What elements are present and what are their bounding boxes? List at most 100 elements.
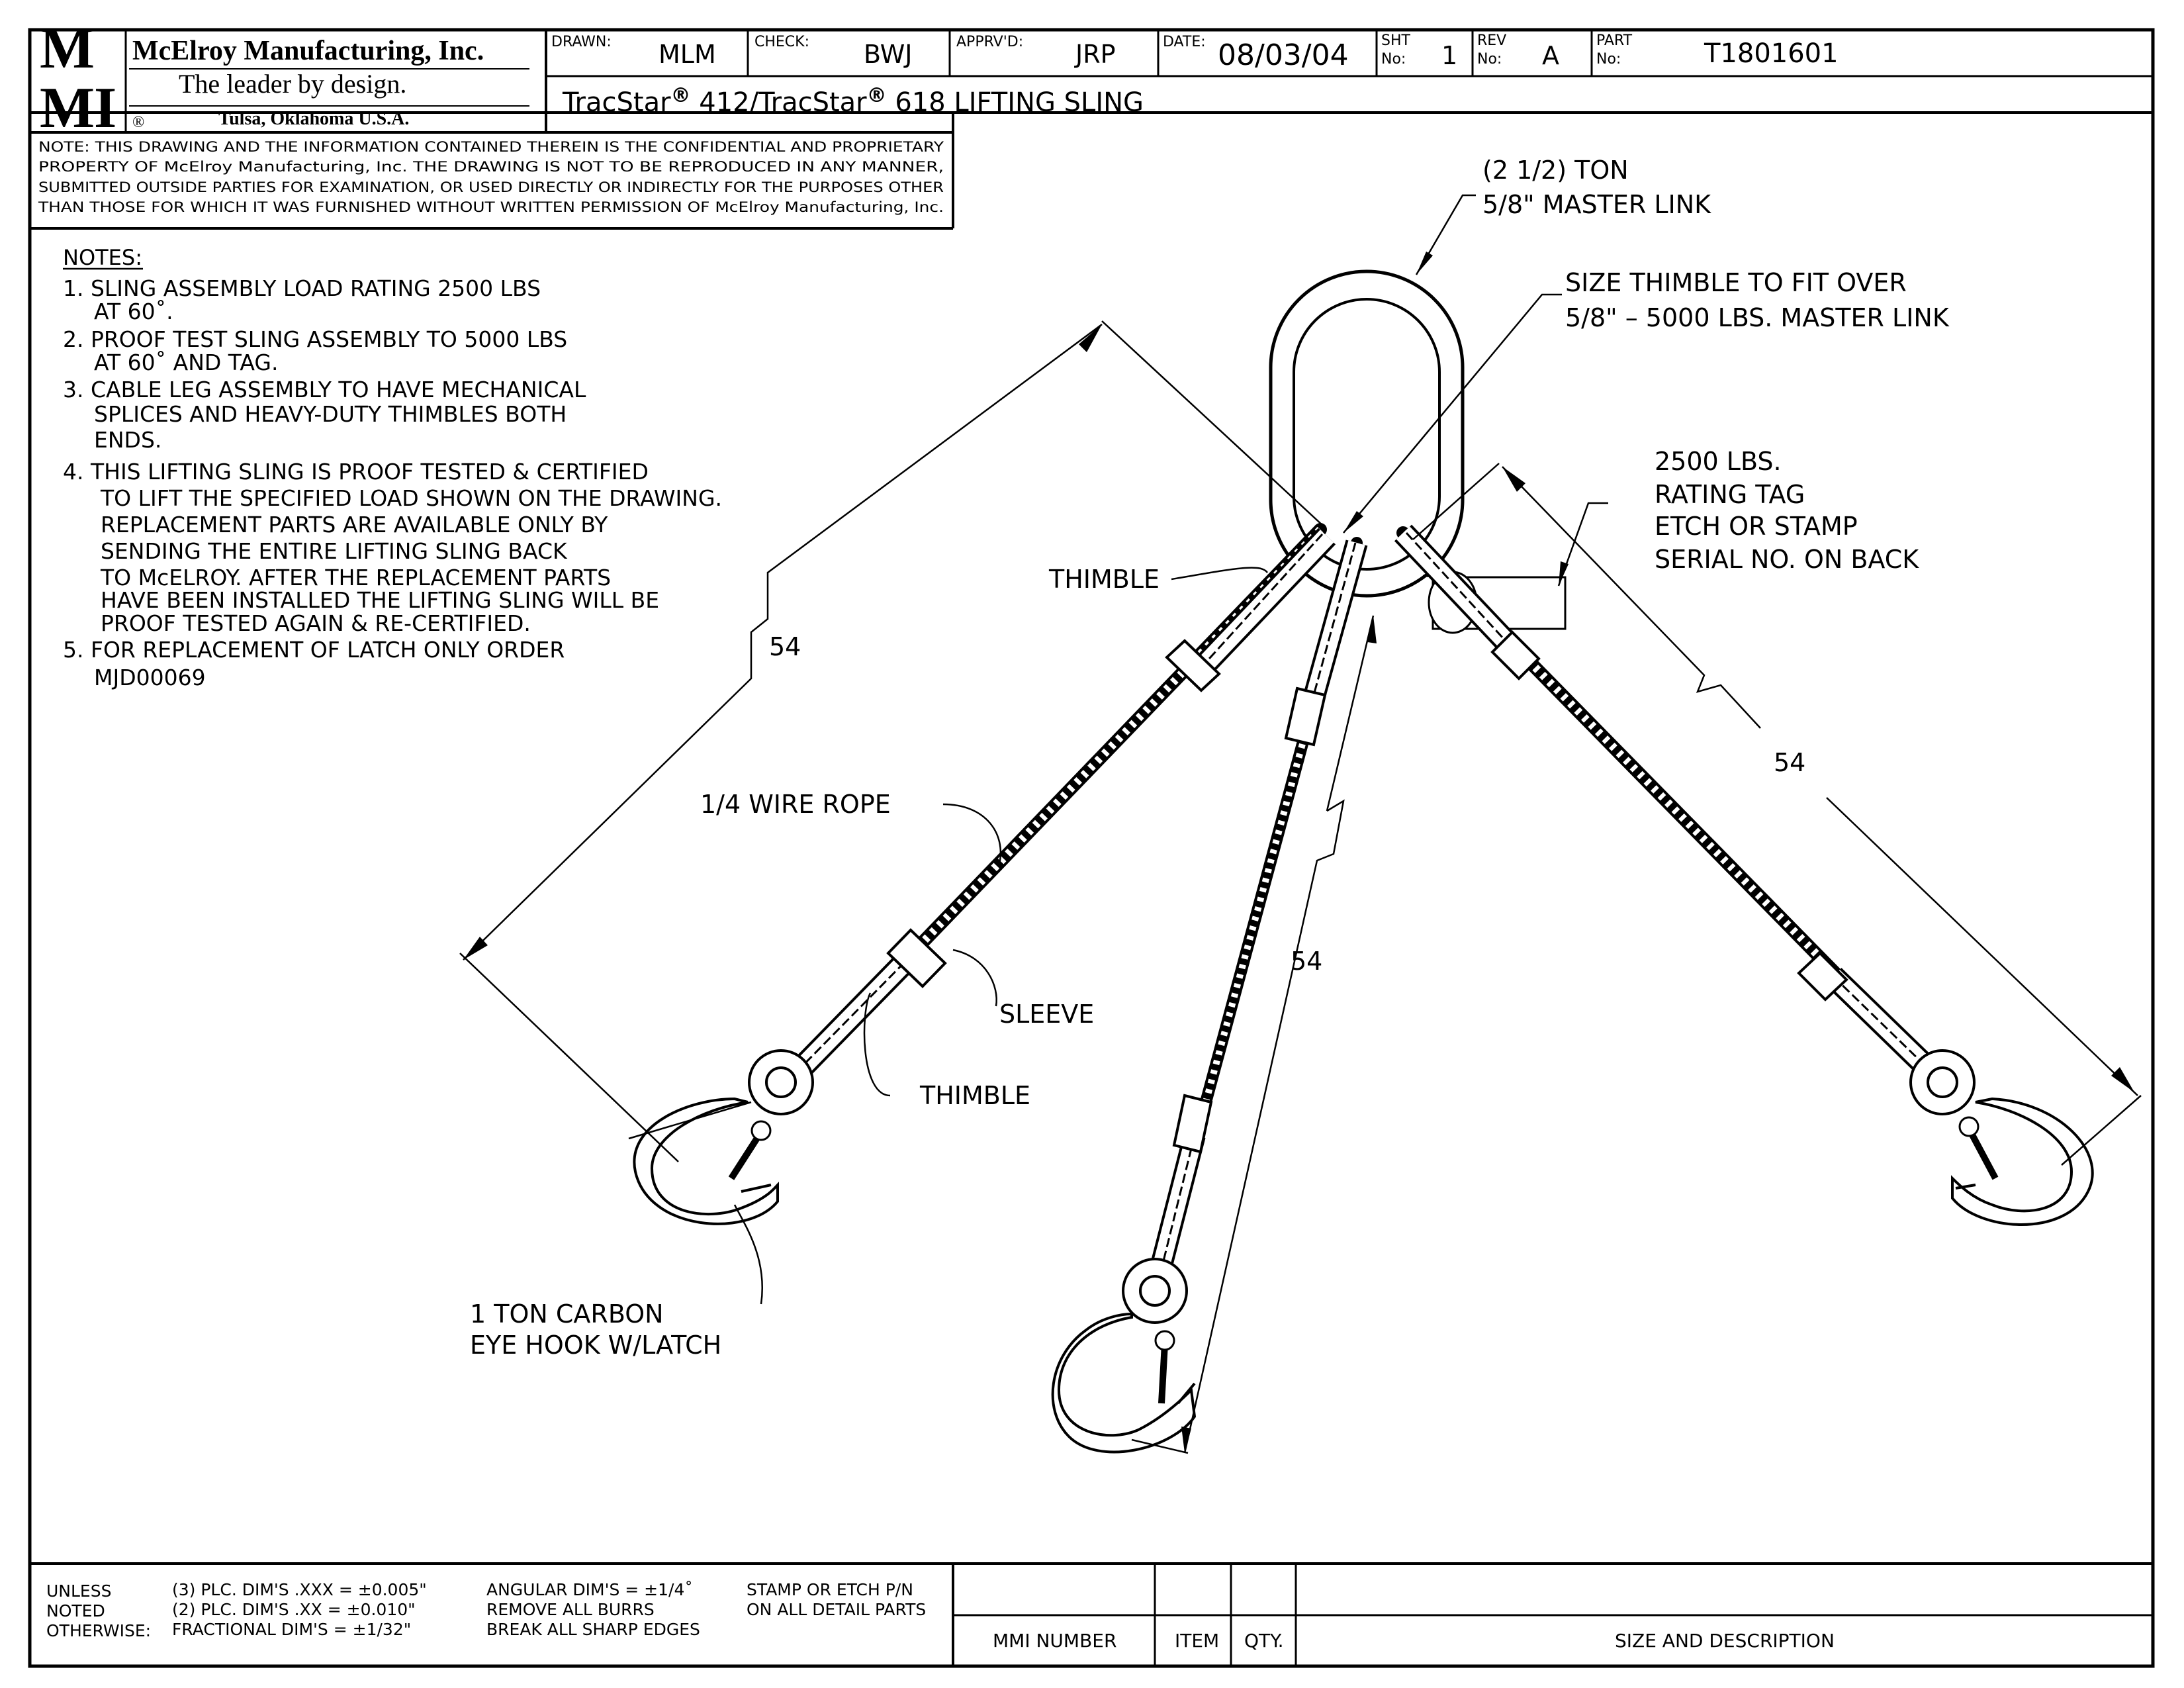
title-part-3: 618 LIFTING SLING bbox=[887, 87, 1144, 118]
note-line-12: TO McELROY. AFTER THE REPLACEMENT PARTS bbox=[100, 565, 611, 590]
tol-burrs: REMOVE ALL BURRS bbox=[486, 1600, 655, 1619]
date-value: 08/03/04 bbox=[1218, 38, 1349, 72]
date-label: DATE: bbox=[1163, 34, 1206, 50]
sleeve-right-bottom bbox=[1797, 951, 1848, 1002]
sleeve-center-bottom bbox=[1172, 1094, 1213, 1154]
leader-lines bbox=[733, 194, 1608, 1305]
confidential-line-3: SUBMITTED OUTSIDE PARTIES FOR EXAMINATIO… bbox=[38, 179, 944, 196]
title-reg-2: ® bbox=[867, 84, 887, 107]
tol-two-place: (2) PLC. DIM'S .XX = ±0.010" bbox=[172, 1600, 416, 1619]
drawn-value: MLM bbox=[659, 40, 716, 69]
note-line-15: 5. FOR REPLACEMENT OF LATCH ONLY ORDER bbox=[63, 637, 565, 663]
mmi-logo: M M I bbox=[40, 17, 116, 140]
note-line-13: HAVE BEEN INSTALLED THE LIFTING SLING WI… bbox=[101, 587, 659, 613]
sling-leg-left bbox=[633, 523, 1336, 1225]
note-line-14: PROOF TESTED AGAIN & RE-CERTIFIED. bbox=[101, 610, 531, 636]
tol-edges: BREAK ALL SHARP EDGES bbox=[486, 1620, 700, 1639]
sleeve-label: SLEEVE bbox=[999, 1000, 1094, 1029]
logo-letter-i: I bbox=[94, 76, 116, 140]
note-line-9: TO LIFT THE SPECIFIED LOAD SHOWN ON THE … bbox=[100, 485, 722, 511]
tol-unless: UNLESS bbox=[46, 1581, 111, 1601]
dim-left-54: 54 bbox=[769, 632, 801, 661]
dimension-lines bbox=[459, 320, 2142, 1454]
drawn-label: DRAWN: bbox=[551, 34, 612, 50]
master-link-size: 5/8" MASTER LINK bbox=[1482, 190, 1711, 219]
note-line-1: 1. SLING ASSEMBLY LOAD RATING 2500 LBS bbox=[63, 275, 541, 301]
company-name: McElroy Manufacturing, Inc. bbox=[132, 36, 484, 66]
sling-assembly bbox=[633, 269, 2094, 1454]
sht-value: 1 bbox=[1441, 41, 1457, 70]
check-value: BWJ bbox=[864, 40, 913, 69]
note-line-4: AT 60˚ AND TAG. bbox=[94, 350, 278, 375]
sleeve-left-bottom bbox=[886, 928, 947, 988]
notes-block: NOTES: 1. SLING ASSEMBLY LOAD RATING 250… bbox=[63, 245, 722, 690]
hook-left bbox=[633, 1097, 779, 1225]
thimble-bottom-label: THIMBLE bbox=[919, 1081, 1030, 1110]
tol-angular: ANGULAR DIM'S = ±1/4˚ bbox=[486, 1580, 693, 1599]
part-value: T1801601 bbox=[1704, 38, 1839, 69]
registered-mark: ® bbox=[132, 114, 144, 131]
dim-center-54: 54 bbox=[1291, 947, 1322, 976]
sheet-border bbox=[28, 28, 2155, 1668]
rev-value: A bbox=[1542, 41, 1559, 70]
hook-label-2: EYE HOOK W/LATCH bbox=[470, 1331, 721, 1360]
title-reg-1: ® bbox=[671, 84, 691, 107]
tag-line-1: 2500 LBS. bbox=[1655, 447, 1782, 476]
callouts: (2 1/2) TON 5/8" MASTER LINK SIZE THIMBL… bbox=[470, 156, 1950, 1360]
hook-label-1: 1 TON CARBON bbox=[470, 1299, 664, 1329]
notes-heading: NOTES: bbox=[63, 245, 142, 270]
confidential-line-2: PROPERTY OF McElroy Manufacturing, Inc. … bbox=[38, 159, 944, 175]
drawing-title: TracStar® 412/TracStar® 618 LIFTING SLIN… bbox=[562, 84, 1144, 118]
bom-header-qty: QTY. bbox=[1244, 1630, 1283, 1652]
note-line-16: MJD00069 bbox=[94, 665, 206, 690]
master-link-rating: (2 1/2) TON bbox=[1482, 156, 1629, 185]
part-label-1: PART bbox=[1596, 32, 1633, 49]
part-label-2: No: bbox=[1596, 51, 1621, 68]
tag-line-2: RATING TAG bbox=[1655, 480, 1805, 509]
title-block: M M I McElroy Manufacturing, Inc. The le… bbox=[30, 17, 2153, 230]
hook-right bbox=[1951, 1097, 2094, 1226]
wire-rope-label: 1/4 WIRE ROPE bbox=[700, 790, 891, 819]
logo-letter-m2: M bbox=[40, 76, 95, 140]
note-line-3: 2. PROOF TEST SLING ASSEMBLY TO 5000 LBS bbox=[63, 326, 567, 352]
sht-label-1: SHT bbox=[1381, 32, 1411, 49]
note-line-10: REPLACEMENT PARTS ARE AVAILABLE ONLY BY bbox=[101, 512, 608, 538]
bom-header-mmi-number: MMI NUMBER bbox=[993, 1630, 1116, 1652]
note-line-7: ENDS. bbox=[94, 427, 161, 453]
bom-header-item: ITEM bbox=[1175, 1630, 1219, 1652]
master-link bbox=[1269, 269, 1465, 598]
size-thimble-line-2: 5/8" – 5000 LBS. MASTER LINK bbox=[1565, 303, 1950, 332]
title-part-2: 412/TracStar bbox=[691, 87, 868, 118]
note-line-5: 3. CABLE LEG ASSEMBLY TO HAVE MECHANICAL bbox=[63, 377, 586, 402]
thimble-top-label: THIMBLE bbox=[1048, 565, 1160, 594]
note-line-6: SPLICES AND HEAVY-DUTY THIMBLES BOTH bbox=[94, 401, 567, 427]
rev-label-1: REV bbox=[1477, 32, 1506, 49]
sleeve-center-top bbox=[1284, 686, 1327, 747]
company-location: Tulsa, Oklahoma U.S.A. bbox=[218, 109, 409, 129]
logo-letter-m1: M bbox=[40, 17, 95, 81]
confidential-note: NOTE: THIS DRAWING AND THE INFORMATION C… bbox=[38, 139, 944, 216]
sht-label-2: No: bbox=[1381, 51, 1406, 68]
title-part-1: TracStar bbox=[562, 87, 671, 118]
confidential-line-4: THAN THOSE FOR WHICH IT WAS FURNISHED WI… bbox=[38, 199, 944, 216]
note-line-2: AT 60˚. bbox=[94, 299, 173, 324]
tol-three-place: (3) PLC. DIM'S .XXX = ±0.005" bbox=[172, 1580, 427, 1599]
tol-stamp-2: ON ALL DETAIL PARTS bbox=[747, 1600, 926, 1619]
sleeve-right-top bbox=[1490, 630, 1541, 680]
tol-stamp-1: STAMP OR ETCH P/N bbox=[747, 1580, 913, 1599]
tag-line-4: SERIAL NO. ON BACK bbox=[1655, 545, 1919, 574]
hook-center bbox=[1051, 1312, 1197, 1454]
tol-noted: NOTED bbox=[46, 1601, 105, 1620]
sling-leg-right bbox=[1394, 524, 2094, 1226]
company-slogan: The leader by design. bbox=[179, 69, 406, 99]
tol-fractional: FRACTIONAL DIM'S = ±1/32" bbox=[172, 1620, 411, 1639]
note-line-11: SENDING THE ENTIRE LIFTING SLING BACK bbox=[101, 538, 568, 564]
apprvd-label: APPRV'D: bbox=[956, 34, 1023, 50]
tag-line-3: ETCH OR STAMP bbox=[1655, 512, 1858, 541]
check-label: CHECK: bbox=[754, 34, 809, 50]
bom-header-size-description: SIZE AND DESCRIPTION bbox=[1615, 1630, 1835, 1652]
tol-otherwise: OTHERWISE: bbox=[46, 1621, 151, 1640]
rev-label-2: No: bbox=[1477, 51, 1502, 68]
sling-leg-center bbox=[1051, 537, 1368, 1454]
confidential-line-1: NOTE: THIS DRAWING AND THE INFORMATION C… bbox=[38, 139, 944, 156]
